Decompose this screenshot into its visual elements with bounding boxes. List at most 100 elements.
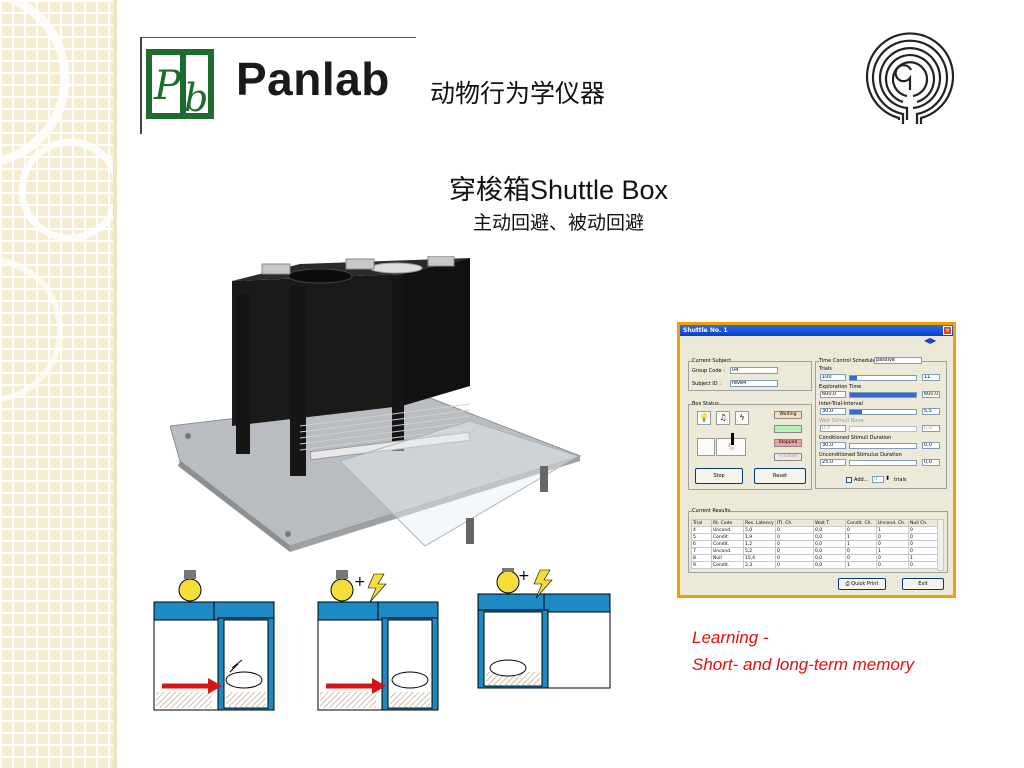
table-cell: 0 [908, 533, 938, 541]
results-column-header[interactable]: Rt. Code [711, 519, 744, 527]
header-title: 动物行为学仪器 [430, 79, 606, 108]
table-cell: 0 [775, 526, 814, 534]
table-cell: 1 [876, 547, 909, 555]
iti-progress-fill [850, 410, 862, 414]
results-column-header[interactable]: Wait T. [813, 519, 846, 527]
stop-button[interactable]: Stop [695, 468, 743, 484]
table-cell: 0 [775, 561, 814, 569]
slide-title-cn: 穿梭箱 [448, 175, 530, 206]
diagram-1 [153, 570, 275, 711]
status-finished: Finished [774, 453, 802, 461]
table-cell: 0 [876, 540, 909, 548]
table-cell: 0,0 [813, 547, 846, 555]
add-checkbox[interactable] [846, 477, 852, 483]
table-cell: 0 [908, 526, 938, 534]
status-stopped: Stopped [774, 439, 802, 447]
results-column-header[interactable]: Res. Latency [743, 519, 776, 527]
exploration-max-field[interactable]: 600,0 [922, 391, 940, 398]
exploration-field[interactable]: 600,0 [820, 391, 846, 398]
current-subject-group [688, 361, 812, 391]
exit-button[interactable]: Exit [902, 578, 944, 590]
exploration-progress-bar [849, 392, 917, 398]
shock-icon[interactable]: ϟ [735, 411, 749, 425]
wait-stimuli-label: Wait Stimuli None [819, 418, 864, 424]
table-cell: Condit. [711, 561, 744, 569]
table-cell: 1,9 [743, 533, 776, 541]
table-cell: 1 [845, 561, 877, 569]
table-cell: 5 [691, 533, 712, 541]
svg-text:P: P [153, 63, 182, 109]
current-results-legend: Current Results [692, 508, 731, 514]
add-label: Add... [854, 477, 869, 483]
shuttle-box-device-image [170, 256, 582, 552]
nav-arrows-icon[interactable]: ◀▶ [924, 336, 937, 345]
logo-text: Panlab [236, 53, 390, 105]
table-cell: 15,4 [743, 554, 776, 562]
table-cell: 0 [845, 554, 877, 562]
table-cell: 0,0 [813, 533, 846, 541]
add-trials-field[interactable]: 0 [872, 476, 884, 483]
results-column-header[interactable]: Trial [691, 519, 712, 527]
current-results-group [688, 511, 948, 573]
us-duration-field[interactable]: 25,0 [820, 459, 846, 466]
wait-stimuli-bar [849, 426, 917, 432]
light-bulb-icon[interactable]: 💡 [697, 411, 711, 425]
slide-subtitle: 主动回避、被动回避 [472, 212, 644, 234]
labyrinth-icon [865, 32, 955, 124]
table-cell: 5,0 [743, 526, 776, 534]
panlab-logo-icon: P b [140, 37, 214, 134]
trials-field[interactable]: 100 [820, 374, 846, 381]
add-spinner-icon[interactable]: ⬍ [885, 475, 891, 482]
cs-duration-max-field[interactable]: 0,0 [922, 442, 940, 449]
results-scrollbar[interactable] [937, 519, 944, 571]
close-icon[interactable]: × [943, 326, 952, 335]
results-column-header[interactable]: Condit. Ch. [845, 519, 877, 527]
trials-suffix-label: trials [894, 477, 907, 483]
results-column-header[interactable]: Uncond. Ch. [876, 519, 909, 527]
quick-print-button[interactable]: ⎙ Quick Print [838, 578, 886, 590]
schedule-field[interactable]: passive [874, 357, 922, 364]
exploration-label: Exploration Time [819, 384, 862, 390]
slide-title: 穿梭箱Shuttle Box [0, 168, 1024, 207]
results-column-header[interactable]: ITI. Ch. [775, 519, 814, 527]
group-code-field[interactable]: 04 [730, 367, 778, 374]
table-cell: 6 [691, 540, 712, 548]
group-code-label: Group Code : [692, 368, 725, 374]
shuttle-box-diagrams: + + [153, 568, 611, 711]
table-cell: 0 [908, 547, 938, 555]
trials-max-field[interactable]: 11 [922, 374, 940, 381]
results-column-header[interactable]: Null Ch. [908, 519, 938, 527]
iti-field[interactable]: 30,0 [820, 408, 846, 415]
wait-stimuli-max-field[interactable]: 0,0 [922, 425, 940, 432]
table-cell: 0 [775, 554, 814, 562]
svg-text:+: + [354, 574, 366, 590]
left-compartment-button[interactable] [697, 438, 715, 456]
subject-id-field[interactable]: reve4 [730, 380, 778, 387]
cs-duration-bar [849, 443, 917, 449]
svg-text:+: + [518, 568, 530, 584]
reset-button[interactable]: Reset [754, 468, 806, 484]
current-subject-legend: Current Subject [692, 358, 732, 364]
cs-duration-field[interactable]: 30,0 [820, 442, 846, 449]
printer-icon: ⎙ [845, 581, 852, 587]
table-cell: 0,0 [813, 554, 846, 562]
table-cell: 0 [876, 533, 909, 541]
table-cell: 1 [845, 533, 877, 541]
table-cell: 1 [908, 554, 938, 562]
us-duration-bar [849, 460, 917, 466]
slide-title-en: Shuttle Box [529, 175, 669, 205]
subject-id-label: Subject ID : [692, 381, 721, 387]
table-cell: 4 [691, 526, 712, 534]
trials-label: Trials [819, 366, 832, 372]
wait-stimuli-field[interactable]: 0,0 [820, 425, 846, 432]
speaker-icon[interactable]: ♫ [716, 411, 730, 425]
logo-rule [140, 37, 416, 38]
us-duration-max-field[interactable]: 0,0 [922, 459, 940, 466]
iti-max-field[interactable]: 5,5 [922, 408, 940, 415]
